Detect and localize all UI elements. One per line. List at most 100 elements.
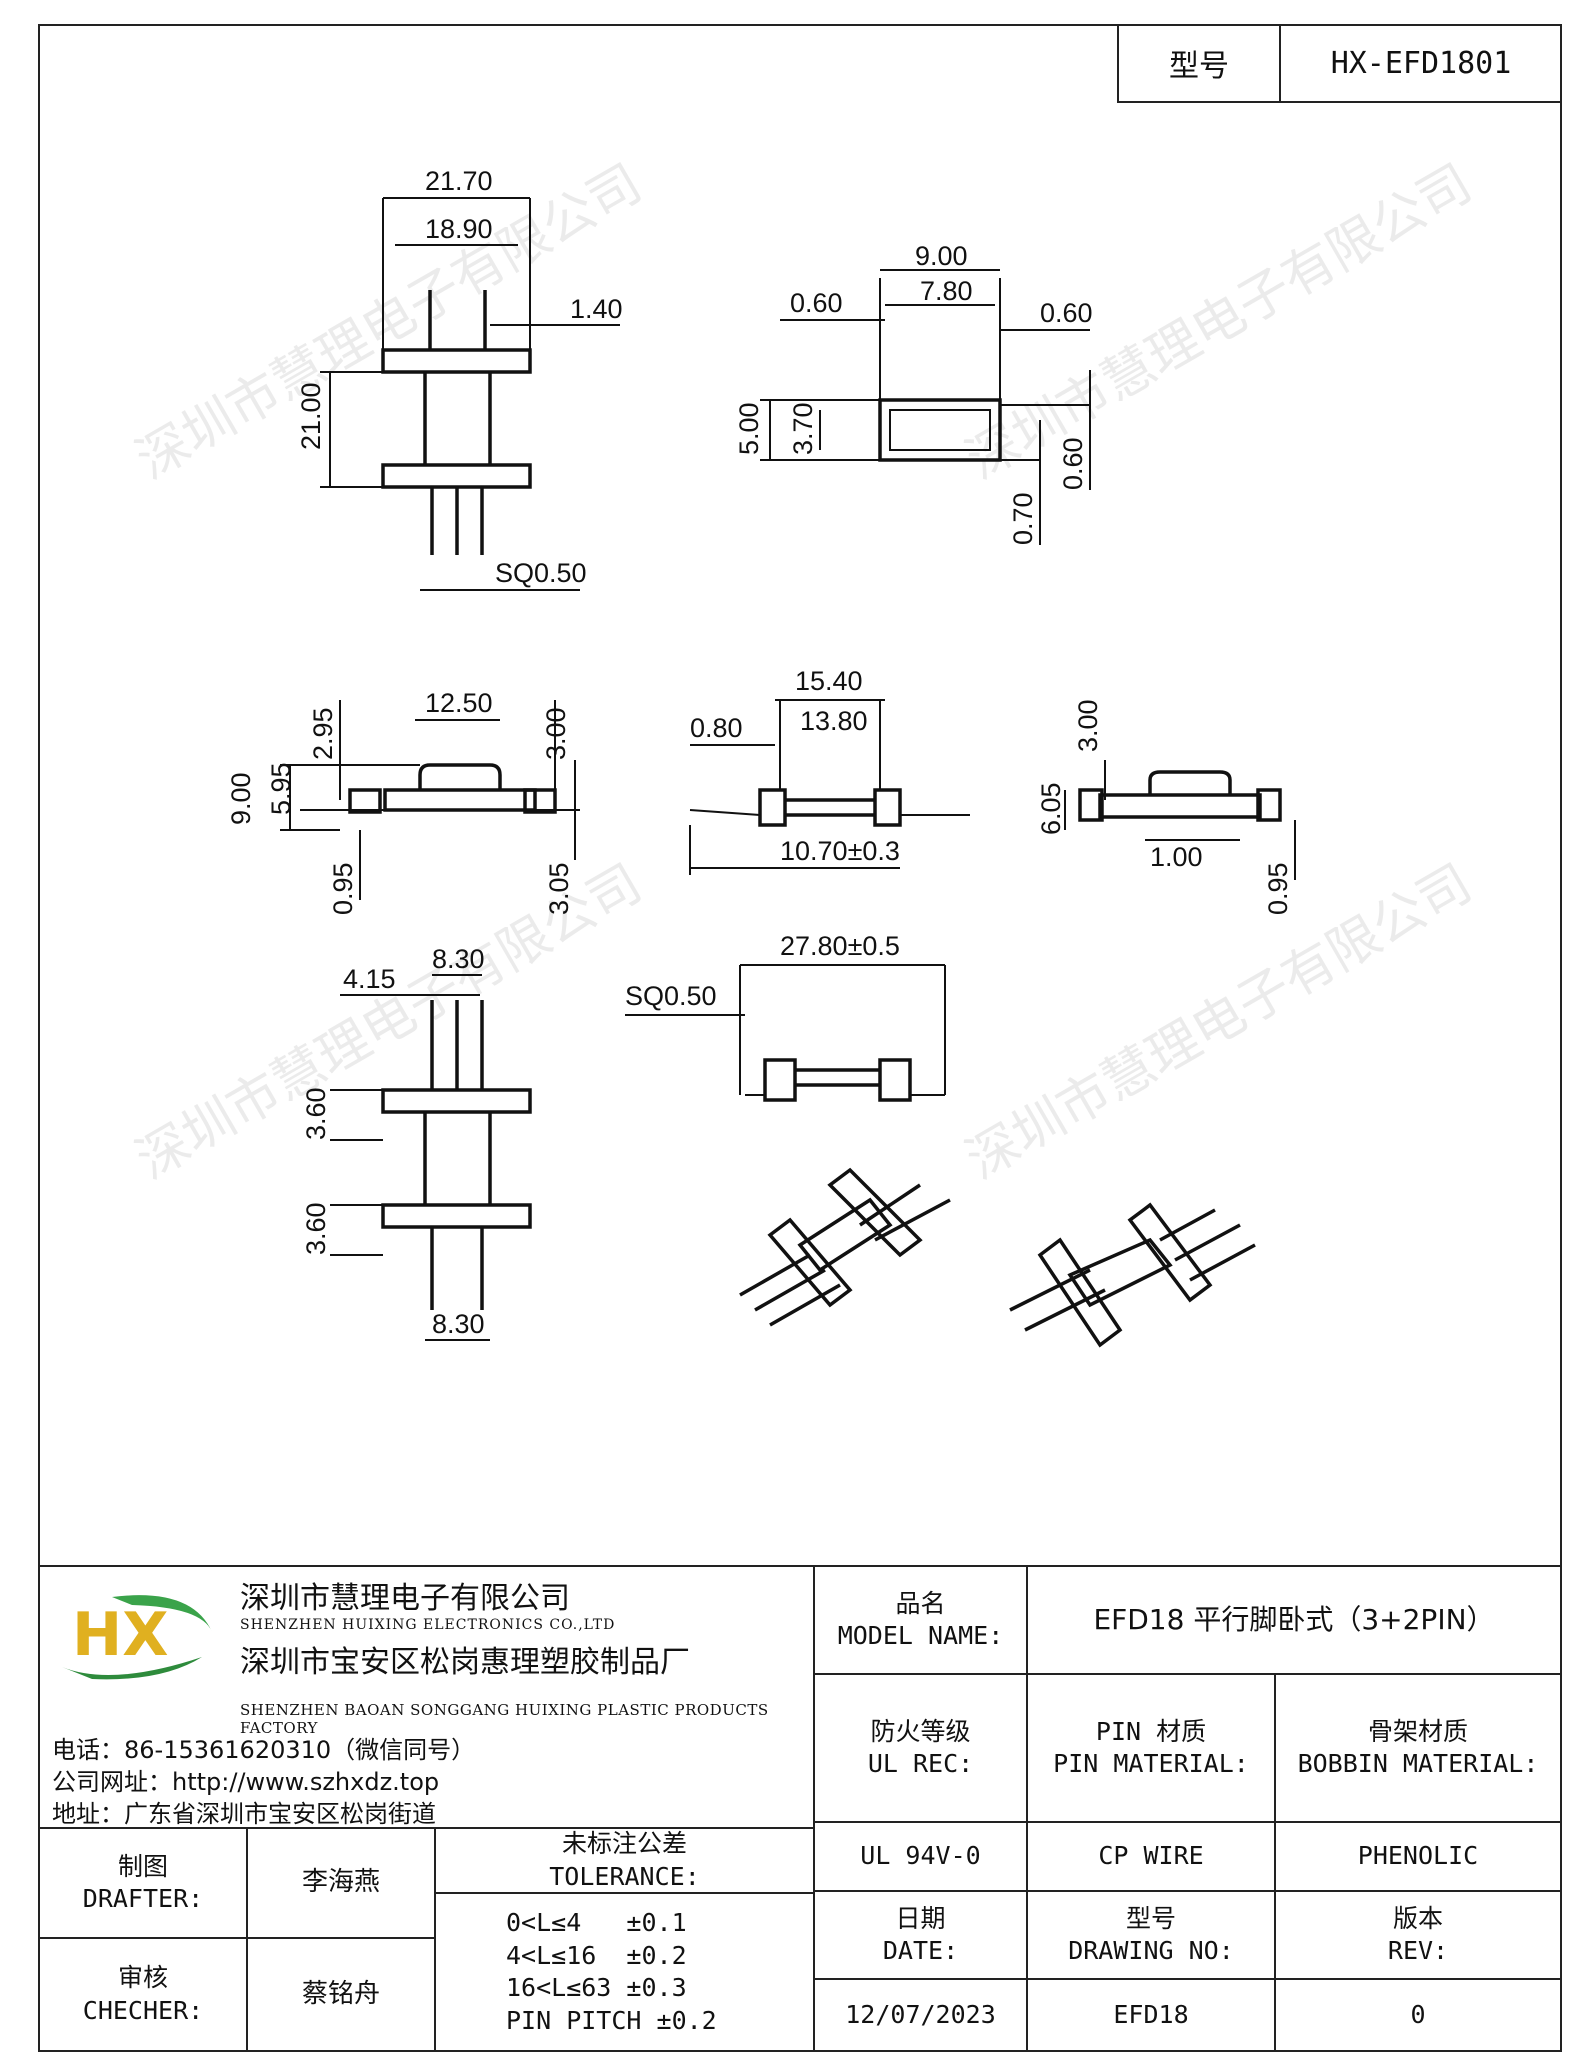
rev-label: 版本 REV: [1274,1890,1562,1980]
dim-v1-height: 21.00 [296,382,326,450]
dim-v5-a: 3.00 [1073,699,1103,752]
drafter-en: DRAFTER: [82,1884,204,1913]
bobbin-value-cell: PHENOLIC [1274,1821,1562,1892]
dim-v1-top: 21.70 [425,166,493,196]
pin-value: CP WIRE [1098,1841,1204,1871]
dim-v7-top: 27.80±0.5 [780,931,900,961]
drafter-value-cell: 李海燕 [246,1827,436,1939]
pin-material-label: PIN 材质 PIN MATERIAL: [1026,1673,1276,1823]
rev-en: REV: [1387,1936,1449,1965]
bobbin-en: BOBBIN MATERIAL: [1297,1749,1539,1778]
checker-cn: 审核 [117,1963,168,1992]
bobbin-cn: 骨架材质 [1367,1716,1468,1746]
view-front-top: 21.70 18.90 1.40 21.00 SQ0.50 [296,166,623,591]
drawing-en: DRAWING NO: [1068,1936,1234,1965]
factory-name-en: SHENZHEN BAOAN SONGGANG HUIXING PLASTIC … [240,1701,769,1737]
dim-v3-c: 5.95 [266,762,296,815]
view-middle-left: 12.50 2.95 3.00 9.00 5.95 0.95 3.05 [226,688,580,915]
ul-cn: 防火等级 [870,1716,971,1746]
company-address: 地址：广东省深圳市宝安区松岗街道 [52,1800,436,1828]
ul-value: UL 94V-0 [860,1841,981,1871]
model-name-cn: 品名 [895,1588,946,1618]
tolerance-line-3: 16<L≤63 ±0.3 [506,1973,687,2002]
view-middle-center: 15.40 13.80 0.80 10.70±0.3 [689,666,970,875]
dim-v5-b: 1.00 [1150,842,1203,872]
view-bottom-left: 4.15 8.30 3.60 3.60 8.30 [301,944,532,1341]
view-middle-right: 3.00 6.05 1.00 0.95 [1036,699,1296,915]
dim-v6-e: 8.30 [432,1309,485,1339]
rev-cn: 版本 [1392,1903,1443,1933]
dim-v1-pin: 1.40 [570,294,623,324]
company-website: 公司网址：http://www.szhxdz.top [52,1768,440,1796]
dim-v2-p1: 0.70 [1008,492,1038,545]
tolerance-line-4: PIN PITCH ±0.2 [506,2005,717,2035]
dim-v2-p2: 0.60 [1058,437,1088,490]
drawing-value-cell: EFD18 [1026,1978,1276,2052]
dim-v3-top: 12.50 [425,688,493,718]
model-value: HX-EFD1801 [1330,45,1512,81]
title-block-top-border [38,1565,1562,1567]
model-name-label: 品名 MODEL NAME: [813,1565,1028,1675]
model-name-value-cell: EFD18 平行脚卧式（3+2PIN） [1026,1565,1562,1675]
view-bottom-center: 27.80±0.5 SQ0.50 [625,931,946,1102]
pin-cn: PIN 材质 [1095,1716,1207,1746]
dim-v4-left: 0.80 [690,713,743,743]
model-header: 型号 HX-EFD1801 [1117,25,1561,103]
logo-letters: HX [72,1600,168,1670]
company-name-en: SHENZHEN HUIXING ELECTRONICS CO.,LTD [240,1617,616,1633]
dim-v3-a: 2.95 [308,707,338,760]
dim-v3-h: 9.00 [226,772,256,825]
company-name-cn: 深圳市慧理电子有限公司 [240,1581,570,1616]
isometric-view-1 [739,1167,951,1327]
isometric-view-2 [1009,1202,1256,1348]
dim-v2-left: 0.60 [790,288,843,318]
ul-value-cell: UL 94V-0 [813,1821,1028,1892]
dim-v3-b: 3.00 [541,707,571,760]
date-label: 日期 DATE: [813,1890,1028,1980]
dim-v2-right: 0.60 [1040,298,1093,328]
drafter-value: 李海燕 [301,1867,380,1898]
dim-v5-c: 0.95 [1263,862,1293,915]
date-value: 12/07/2023 [845,1999,996,2029]
drafter-label: 制图 DRAFTER: [38,1827,248,1939]
dim-v6-b: 8.30 [432,944,485,974]
tolerance-line-2: 4<L≤16 ±0.2 [506,1940,687,1970]
date-en: DATE: [882,1936,959,1965]
dim-v6-c: 3.60 [301,1087,331,1140]
drafter-cn: 制图 [117,1851,168,1881]
dim-v2-h2: 3.70 [788,402,818,455]
dim-v4-inner: 13.80 [800,706,868,736]
dim-v5-h: 6.05 [1036,782,1066,835]
model-label: 型号 [1119,25,1281,101]
dim-v2-top: 9.00 [915,241,968,271]
dim-v6-d: 3.60 [301,1202,331,1255]
dim-v3-d: 0.95 [328,862,358,915]
dim-v4-bottom: 10.70±0.3 [780,836,900,866]
pin-en: PIN MATERIAL: [1053,1749,1249,1778]
tolerance-en: TOLERANCE: [549,1861,700,1891]
rev-value: 0 [1410,1999,1426,2029]
dim-v7-sq: SQ0.50 [625,981,717,1011]
watermark-4: 深圳市慧理电子有限公司 [957,853,1482,1191]
tolerance-values: 0<L≤4 ±0.1 4<L≤16 ±0.2 16<L≤63 ±0.3 PIN … [434,1892,815,2052]
rev-value-cell: 0 [1274,1978,1562,2052]
technical-drawing: 深圳市慧理电子有限公司 深圳市慧理电子有限公司 深圳市慧理电子有限公司 深圳市慧… [127,153,1482,1348]
bobbin-value: PHENOLIC [1357,1841,1479,1871]
dim-v2-inner: 7.80 [920,276,973,306]
ul-label: 防火等级 UL REC: [813,1673,1028,1823]
checker-en: CHECHER: [82,1995,204,2025]
checker-label: 审核 CHECHER: [38,1937,248,2052]
checker-value-cell: 蔡铭舟 [246,1937,436,2052]
model-name-en: MODEL NAME: [837,1621,1004,1650]
factory-name-cn: 深圳市宝安区松岗惠理塑胶制品厂 [240,1645,690,1680]
date-cn: 日期 [895,1903,946,1933]
pin-value-cell: CP WIRE [1026,1821,1276,1892]
ul-en: UL REC: [867,1749,974,1778]
dim-v2-h1: 5.00 [734,402,764,455]
drawing-value: EFD18 [1113,1999,1189,2029]
dim-v1-sq: SQ0.50 [495,558,587,588]
company-info: HX 深圳市慧理电子有限公司 SHENZHEN HUIXING ELECTRON… [40,1567,815,1829]
tolerance-label: 未标注公差 TOLERANCE: [434,1827,815,1894]
tolerance-line-1: 0<L≤4 ±0.1 [506,1908,687,1937]
dim-v4-top: 15.40 [795,666,863,696]
